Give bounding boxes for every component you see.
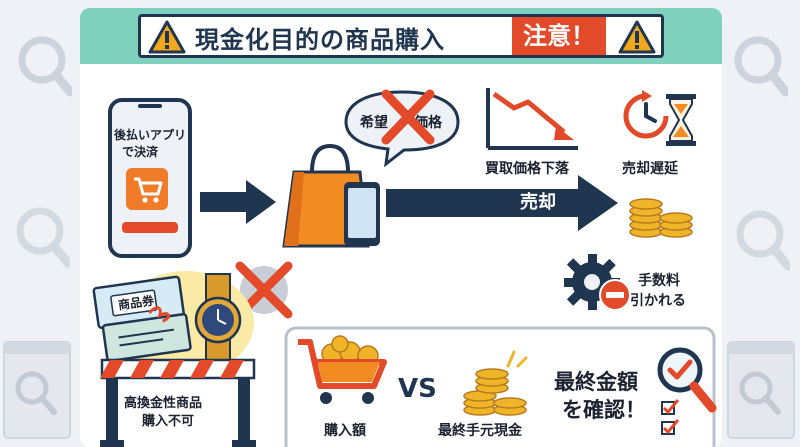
phone-text-line2: で決済	[122, 145, 159, 159]
checklist-icon	[661, 399, 680, 435]
page-title: 現金化目的の商品購入	[195, 26, 445, 54]
arrow-right-icon	[386, 175, 618, 231]
warning-icon	[618, 20, 656, 54]
title-banner: 現金化目的の商品購入 注意！	[80, 8, 722, 64]
fee-label-line1: 手数料	[638, 273, 680, 289]
coin-stack-icon	[463, 368, 527, 416]
no-purchase-label-line1: 高換金性商品	[124, 396, 203, 411]
phone-text-line1: 後払いアプリ	[114, 128, 187, 142]
sparkle-icon	[506, 350, 528, 368]
sell-label: 売却	[520, 192, 556, 213]
shopping-cart-icon	[126, 168, 168, 210]
shopping-cart-icon	[298, 335, 387, 404]
speech-text-left: 希望	[360, 115, 388, 131]
warning-icon	[148, 20, 186, 54]
magnifier-icon	[736, 210, 790, 271]
smartphone-icon	[344, 182, 380, 246]
magnifier-icon	[18, 36, 72, 97]
no-purchase-label-line2: 購入不可	[142, 414, 195, 429]
confirm-label-line1: 最終金額	[554, 370, 638, 394]
final-cash-label: 最終手元現金	[438, 423, 522, 439]
browser-window-icon	[3, 341, 71, 439]
magnifier-icon	[734, 36, 788, 97]
title-highlight: 注意！	[512, 17, 606, 55]
vs-label: VS	[398, 374, 437, 404]
confirm-label-line2: を確認！	[562, 398, 646, 422]
declining-chart-icon	[486, 88, 578, 150]
magnifier-icon	[16, 207, 70, 268]
gift-card-icon	[92, 275, 192, 363]
barrier-icon	[100, 358, 256, 447]
coin-stack-icon	[629, 198, 693, 238]
purchase-amount-label: 購入額	[324, 423, 366, 439]
magnifier-icon	[657, 347, 717, 413]
browser-window-icon	[727, 341, 795, 439]
arrow-right-icon	[200, 180, 276, 224]
hourglass-icon	[666, 94, 696, 146]
cross-icon	[381, 89, 435, 145]
infographic-card: 現金化目的の商品購入 注意！ 後払いアプリ で決済 希望 価格	[80, 8, 722, 447]
fee-label-line2: 引かれる	[630, 293, 686, 309]
minus-icon	[599, 279, 631, 311]
price-drop-label: 買取価格下落	[485, 161, 569, 177]
sell-delay-label: 売却遅延	[622, 161, 678, 177]
clock-icon	[623, 90, 669, 139]
